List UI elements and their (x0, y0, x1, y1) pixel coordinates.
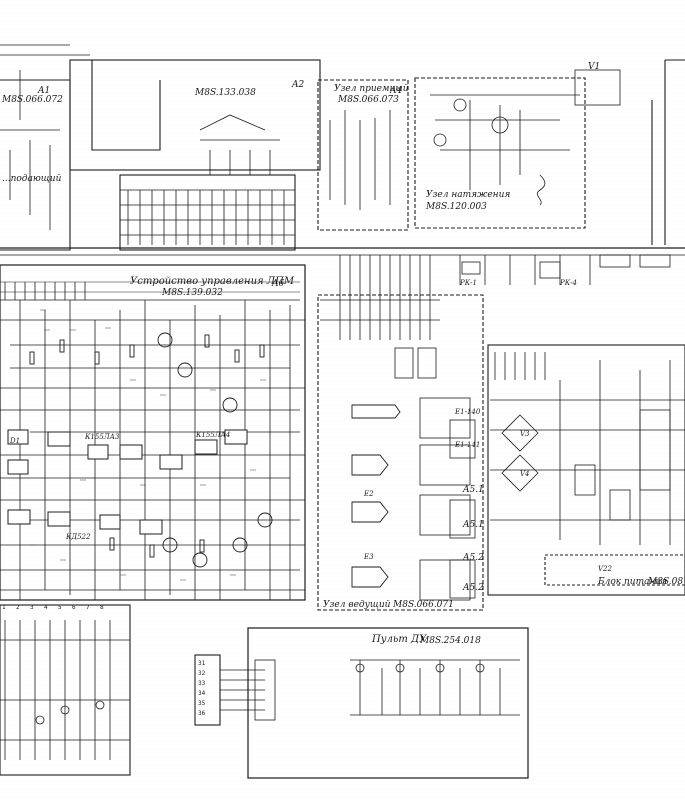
a5-code: M8S.066.071 (393, 600, 454, 610)
psu-interior (490, 352, 685, 545)
a1-title: ...подающий (2, 174, 62, 184)
psu-code: M8S.087 (648, 577, 685, 587)
label-d1: D1 (10, 437, 21, 445)
a6-code: M8S.139.032 (162, 288, 223, 298)
pin-4: 4 (44, 604, 48, 611)
pin-31: 31 (198, 660, 206, 667)
label-k155la4: К155ЛА4 (196, 431, 231, 439)
frame-a2 (69, 59, 321, 171)
a6-passives (29, 332, 273, 568)
label-a51b: A5.1 (463, 520, 484, 530)
frame-bottom-left (0, 604, 131, 776)
label-a51: A5.1 (463, 485, 484, 495)
pin-36: 36 (198, 710, 206, 717)
pin-34: 34 (198, 690, 206, 697)
label-v3: V3 (520, 430, 530, 438)
v1-tag: V1 (588, 62, 601, 72)
frame-psu (487, 344, 685, 596)
frame-a4 (317, 79, 409, 231)
logic-gates (7, 429, 248, 535)
a1-tag: A1 (38, 86, 51, 96)
bottom-left-interior (0, 620, 130, 760)
pin-8: 8 (100, 604, 104, 611)
label-rk4: РК-4 (560, 279, 577, 287)
a4-tag: A4 (390, 86, 403, 96)
a6-tag: A6 (272, 279, 285, 289)
frame-a2-connectors (119, 174, 296, 251)
label-e2: E2 (364, 490, 374, 498)
a2-code: M8S.133.038 (195, 88, 256, 98)
pin-2: 2 (16, 604, 20, 611)
v1-code: M8S.120.003 (426, 202, 487, 212)
a4-title: Узел приемный (334, 84, 409, 94)
label-a52: A5.2 (463, 553, 484, 563)
motor-connectors (351, 404, 401, 588)
a5-title: Узел ведущий (323, 600, 391, 610)
label-e1-140: E1-140 (455, 408, 481, 416)
psu-title: Блок питания (598, 577, 668, 587)
v1-title: Узел натяжения (426, 190, 511, 200)
pin-3: 3 (30, 604, 34, 611)
texture-ticks (30, 309, 266, 581)
a1-code: M8S.066.072 (2, 95, 63, 105)
a6-title: Устройство управления ЛПМ (130, 276, 295, 287)
label-v4: V4 (520, 470, 530, 478)
pin-35: 35 (198, 700, 206, 707)
top-details (0, 44, 671, 285)
label-k155la3: К155ЛА3 (85, 433, 120, 441)
pin-32: 32 (198, 670, 206, 677)
remote-title: Пульт ДУ (372, 634, 427, 645)
pin-33: 33 (198, 680, 206, 687)
frame-a6 (0, 264, 306, 601)
label-e1-141: E1-141 (455, 441, 481, 449)
label-rk1: РК-1 (460, 279, 477, 287)
a4-code: M8S.066.073 (338, 95, 399, 105)
label-e3: E3 (364, 553, 374, 561)
label-kd522: КД522 (66, 533, 91, 541)
block-frames (0, 59, 685, 779)
label-a52b: A5.2 (463, 583, 484, 593)
remote-interior (220, 659, 520, 721)
pin-6: 6 (72, 604, 76, 611)
a5-interior (320, 255, 476, 601)
pin-7: 7 (86, 604, 90, 611)
label-v22: V22 (598, 565, 612, 573)
frame-v1 (414, 77, 586, 229)
remote-code: M8S.254.018 (420, 636, 481, 646)
frame-remote (247, 627, 529, 779)
pin-1: 1 (2, 604, 6, 611)
a2-connector-grid (120, 114, 295, 245)
a2-tag: A2 (292, 80, 305, 90)
pin-5: 5 (58, 604, 62, 611)
